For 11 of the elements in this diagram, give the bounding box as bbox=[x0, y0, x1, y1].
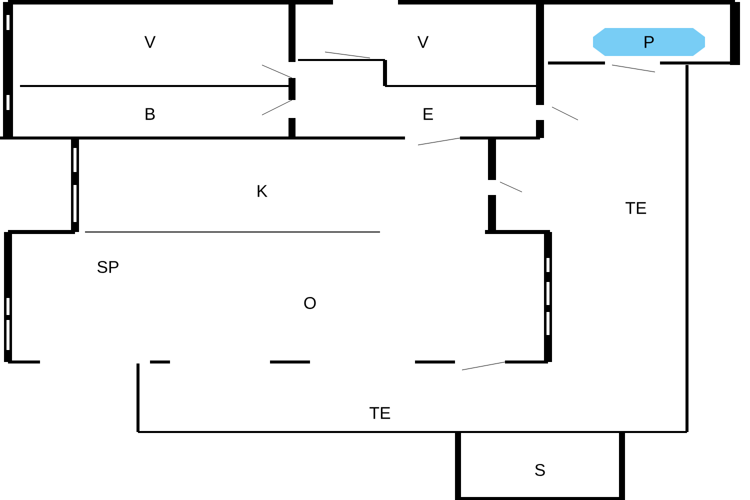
room-label: SP bbox=[97, 261, 118, 273]
room-label: TE bbox=[370, 407, 390, 419]
room-label: K bbox=[258, 185, 268, 197]
room-label: B bbox=[146, 108, 155, 120]
octagon-badge: P bbox=[593, 28, 705, 56]
room-label: E bbox=[424, 108, 433, 120]
room-label: O bbox=[304, 297, 316, 309]
room-label: TE bbox=[626, 202, 646, 214]
room-label: S bbox=[535, 464, 545, 476]
room-label: V bbox=[417, 36, 429, 48]
room-label: V bbox=[144, 36, 156, 48]
